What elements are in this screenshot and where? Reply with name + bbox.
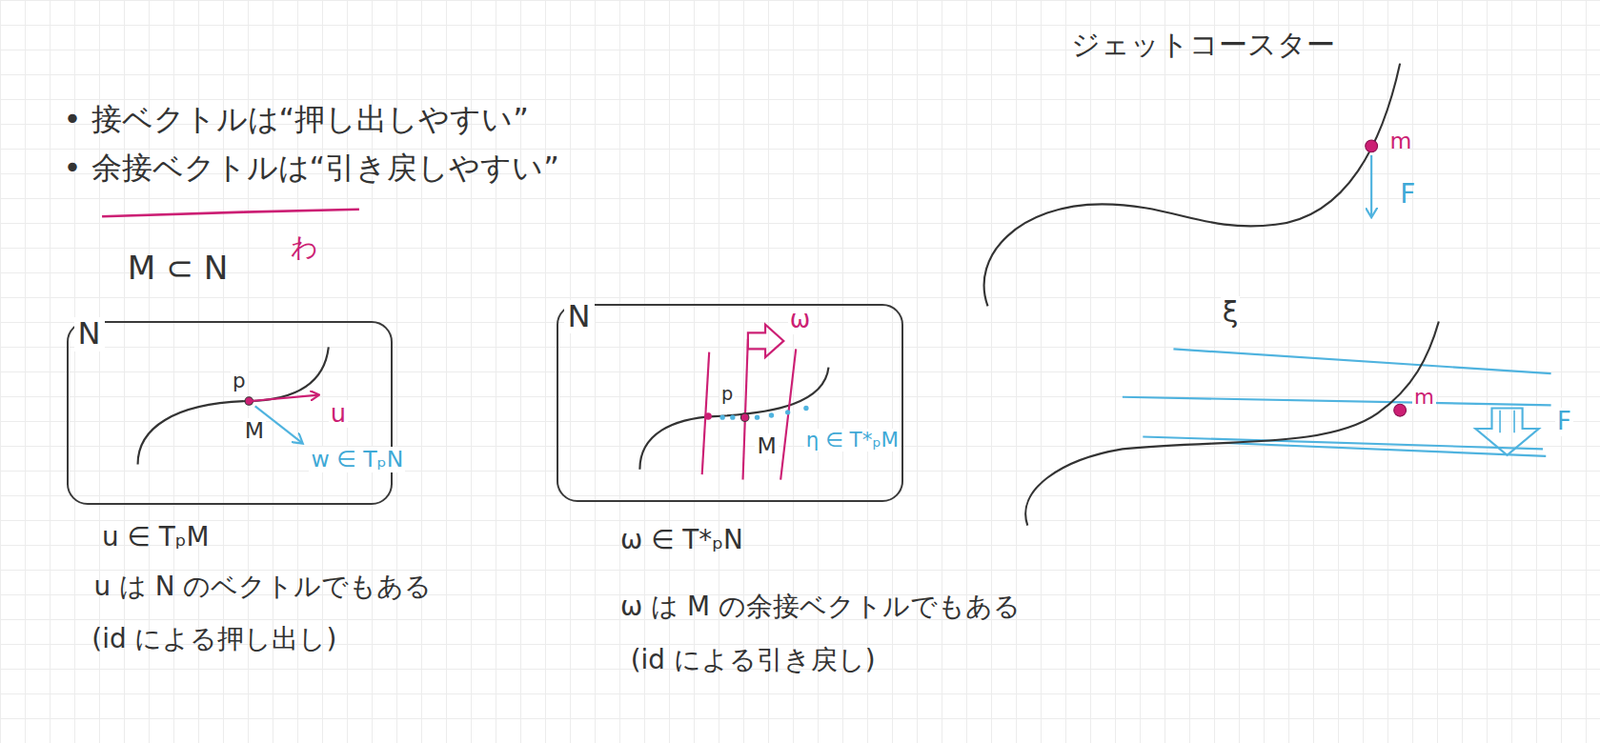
underline [101,209,360,217]
level-line [1173,348,1551,374]
note: (id による押し出し) [91,624,337,655]
point [740,413,750,423]
mark: わ [290,232,319,264]
field-name: ξ [1220,296,1241,329]
manifold-name: N [74,317,105,351]
note: (id による引き戻し) [630,645,876,676]
mass-name: m [1389,128,1412,155]
covector-name: ω [788,305,813,335]
mass [1365,140,1378,153]
covector-line [780,348,796,480]
mass [1394,404,1407,417]
vector-name: w ∈ TₚN [308,446,406,473]
mass-name: m [1412,385,1437,410]
point-name: p [719,384,735,406]
manifold-name: M [754,433,778,460]
dots [719,405,809,421]
point [704,412,711,420]
level-line [1224,443,1546,457]
covector-name: η ∈ T*ₚM [804,428,901,453]
track [984,63,1401,307]
tangent-arrow [250,395,319,402]
manifold-curve [138,346,329,465]
note: u ∈ TₚM [101,522,210,553]
vector-name: u [328,400,348,429]
level-line [1122,397,1552,406]
force-arrow [1475,408,1539,456]
note: ω は M の余接ベクトルでもある [620,591,1021,623]
force-name: F [1399,179,1416,210]
relation: M ⊂ N [127,249,229,287]
note: ω ∈ T*ₚN [620,525,744,556]
note: • 余接ベクトルは“引き戻しやすい” [62,150,559,186]
covector-line [743,339,749,481]
manifold-name: N [564,300,595,334]
track [1025,322,1439,527]
heading: ジェットコースター [1071,28,1336,61]
force-arrow [1370,155,1373,217]
manifold-curve [639,367,829,470]
point-name: p [230,369,248,394]
note: u は N のベクトルでもある [94,571,433,603]
force-name: F [1555,407,1574,437]
note: • 接ベクトルは“押し出しやすい” [62,101,528,138]
force-arrow [1499,410,1515,434]
covector-arrow [748,324,784,358]
manifold-name: M [243,418,266,445]
